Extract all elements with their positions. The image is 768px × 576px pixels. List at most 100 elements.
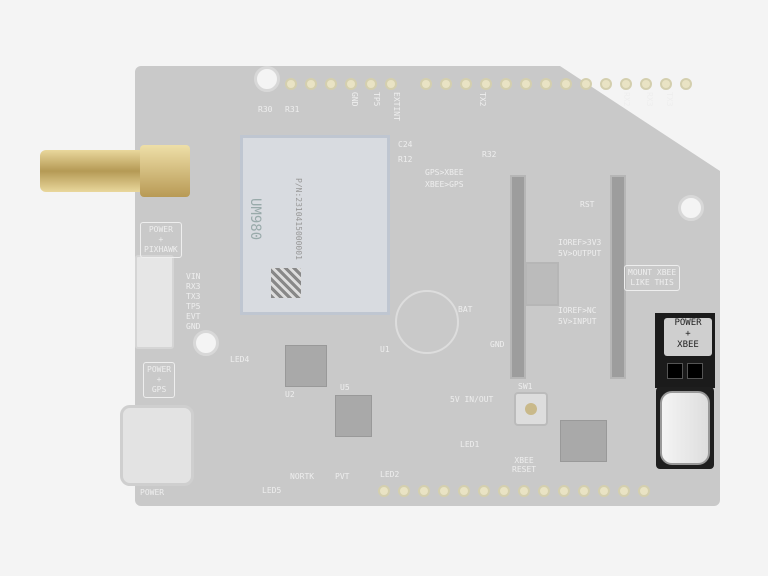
silkscreen-label: R30 [258, 105, 273, 114]
silkscreen-label: R32 [482, 150, 497, 159]
mount-xbee-label: MOUNT XBEE LIKE THIS [624, 265, 681, 291]
header-hole [578, 485, 590, 497]
label-line: + [156, 375, 162, 384]
pin-label: RX3 [186, 282, 201, 291]
label-line: POWER [148, 225, 173, 234]
silkscreen-label: R31 [285, 105, 300, 114]
header-hole [378, 485, 390, 497]
header-hole [365, 78, 377, 90]
label-line: POWER [674, 318, 702, 328]
header-hole [458, 485, 470, 497]
silkscreen-label: LED1 [460, 440, 480, 449]
mounting-hole [193, 330, 219, 356]
header-hole [620, 78, 632, 90]
label-line: XBEE [514, 456, 534, 465]
silkscreen-label: BAT [458, 305, 473, 314]
pin-label: VIN [186, 272, 201, 281]
jumper-pad [667, 363, 683, 379]
silkscreen-label: POWER [140, 488, 165, 497]
pin-label: TX3 [186, 292, 201, 301]
header-hole [420, 78, 432, 90]
header-hole [540, 78, 552, 90]
usb-c-xbee-port[interactable] [656, 387, 714, 469]
header-hole [305, 78, 317, 90]
battery-outline [395, 290, 459, 354]
silkscreen-label: R12 [398, 155, 413, 164]
header-hole [285, 78, 297, 90]
mounting-hole [254, 66, 280, 92]
silkscreen-label: 5V>OUTPUT [558, 249, 602, 258]
silkscreen-label: U2 [285, 390, 295, 399]
label-line: LIKE THIS [630, 278, 674, 287]
label-line: PIXHAWK [144, 245, 178, 254]
silkscreen-label: GPS>XBEE [425, 168, 464, 177]
header-hole [618, 485, 630, 497]
silkscreen-label: U5 [340, 383, 350, 392]
chip-u5 [335, 395, 372, 437]
silkscreen-label: 5V IN/OUT [450, 395, 494, 404]
header-hole [520, 78, 532, 90]
power-xbee-label: POWER + XBEE [664, 318, 712, 356]
silkscreen-label: C24 [398, 140, 413, 149]
silkscreen-label: XBEE>GPS [425, 180, 464, 189]
header-hole [440, 78, 452, 90]
label-line: GPS [151, 385, 167, 394]
silkscreen-label: PVT [335, 472, 350, 481]
silkscreen-label: LED4 [230, 355, 250, 364]
pin-label: GND [186, 322, 201, 331]
header-hole [680, 78, 692, 90]
header-hole [480, 78, 492, 90]
sma-antenna-connector [40, 150, 145, 192]
label-line: + [685, 329, 691, 339]
silkscreen-label: IOREF>NC [558, 306, 597, 315]
pin-label: GND [350, 92, 359, 107]
header-hole [558, 485, 570, 497]
pin-label: TP5 [186, 302, 201, 311]
header-hole [538, 485, 550, 497]
silkscreen-label: NORTK [290, 472, 315, 481]
silkscreen-label: 5V>INPUT [558, 317, 597, 326]
header-hole [640, 78, 652, 90]
label-line: + [158, 235, 164, 244]
mounting-hole [678, 195, 704, 221]
header-hole [598, 485, 610, 497]
silkscreen-label: RST [580, 200, 595, 209]
header-hole [325, 78, 337, 90]
header-hole [398, 485, 410, 497]
qr-code [271, 268, 301, 298]
label-line: MOUNT XBEE [628, 268, 677, 277]
silkscreen-label: SW1 [518, 382, 533, 391]
header-hole [438, 485, 450, 497]
header-hole [460, 78, 472, 90]
header-hole [345, 78, 357, 90]
sma-nut [140, 145, 190, 197]
header-hole [418, 485, 430, 497]
switch-ioref[interactable] [525, 262, 559, 306]
header-hole [660, 78, 672, 90]
pin-label: TP5 [372, 92, 381, 107]
pin-label: RX3 [645, 92, 654, 107]
header-hole [385, 78, 397, 90]
label-line: RESET [512, 465, 537, 474]
header-hole [498, 485, 510, 497]
power-xbee-highlight: POWER + XBEE [655, 313, 715, 388]
usb-c-gps-port[interactable] [120, 405, 194, 486]
chip-u2 [285, 345, 327, 387]
header-hole [638, 485, 650, 497]
silkscreen-label: GND [490, 340, 505, 349]
pin-label: RX2 [622, 92, 631, 107]
header-hole [600, 78, 612, 90]
label-line: POWER [147, 365, 172, 374]
pin-label: TX3 [665, 92, 674, 107]
xbee-reset-label: XBEE RESET [512, 456, 536, 474]
pin-label: TX2 [478, 92, 487, 107]
header-hole [518, 485, 530, 497]
label-line: XBEE [677, 340, 699, 350]
silkscreen-label: LED5 [262, 486, 282, 495]
pin-label: EXTINT [392, 92, 401, 121]
header-hole [500, 78, 512, 90]
xbee-reset-button[interactable] [514, 392, 548, 426]
chip-u6 [560, 420, 607, 462]
silkscreen-label: U1 [380, 345, 390, 354]
silkscreen-label: IOREF>3V3 [558, 238, 602, 247]
